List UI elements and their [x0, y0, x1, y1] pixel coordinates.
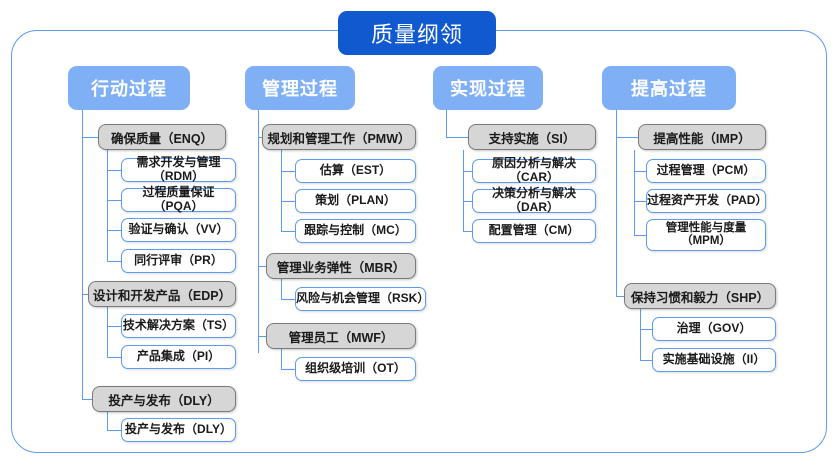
leaf-box-plan[interactable]: 策划（PLAN） — [295, 189, 416, 213]
leaf-box-ot[interactable]: 组织级培训（OT） — [295, 357, 416, 381]
group-box-pmw[interactable]: 规划和管理工作（PMW） — [262, 124, 416, 150]
leaf-box-rdm[interactable]: 需求开发与管理（RDM） — [121, 155, 236, 183]
diagram-title: 质量纲领 — [338, 11, 496, 55]
leaf-box-ii[interactable]: 实施基础设施（II） — [652, 348, 776, 372]
subtrunk-1-3 — [107, 412, 109, 431]
stub-1-1-4 — [107, 261, 121, 263]
stub-1-2 — [82, 294, 88, 296]
stub-4-1 — [616, 137, 638, 139]
column-header-3[interactable]: 实现过程 — [433, 66, 543, 110]
leaf-box-car[interactable]: 原因分析与解决（CAR） — [472, 156, 596, 184]
subtrunk-1-1 — [107, 150, 109, 262]
column-header-4[interactable]: 提高过程 — [602, 66, 736, 110]
stub-1-2-1 — [107, 326, 121, 328]
stub-1-1-2 — [107, 200, 121, 202]
leaf-box-pqa[interactable]: 过程质量保证（PQA） — [121, 185, 236, 213]
leaf-box-mc[interactable]: 跟踪与控制（MC） — [295, 219, 416, 243]
subtrunk-4-2 — [640, 309, 642, 361]
leaf-box-dly-item[interactable]: 投产与发布（DLY） — [121, 418, 236, 442]
stub-4-1-1 — [634, 171, 646, 173]
group-box-mwf[interactable]: 管理员工（MWF） — [266, 323, 416, 349]
stub-2-1 — [258, 137, 262, 139]
stub-3-1-2 — [463, 201, 472, 203]
stub-3-1-3 — [463, 231, 472, 233]
trunk-4 — [616, 110, 618, 297]
group-box-edp[interactable]: 设计和开发产品（EDP） — [88, 281, 236, 307]
stub-4-1-3 — [634, 235, 646, 237]
trunk-2 — [258, 110, 260, 353]
group-box-dly[interactable]: 投产与发布（DLY） — [92, 386, 236, 412]
leaf-box-pcm[interactable]: 过程管理（PCM） — [646, 159, 766, 183]
leaf-box-pr[interactable]: 同行评审（PR） — [121, 249, 236, 273]
leaf-box-ts[interactable]: 技术解决方案（TS） — [121, 314, 236, 338]
stub-2-3 — [258, 336, 266, 338]
stub-2-1-3 — [281, 231, 295, 233]
trunk-3 — [446, 110, 448, 138]
group-box-mbr[interactable]: 管理业务弹性（MBR） — [266, 253, 416, 279]
stub-2-1-2 — [281, 201, 295, 203]
stub-4-2 — [616, 296, 624, 298]
subtrunk-4-1 — [634, 150, 636, 236]
stub-4-2-2 — [640, 360, 652, 362]
subtrunk-1-2 — [107, 307, 109, 358]
subtrunk-2-3 — [281, 349, 283, 370]
leaf-box-cm[interactable]: 配置管理（CM） — [472, 219, 596, 243]
subtrunk-2-2 — [281, 279, 283, 300]
stub-1-2-2 — [107, 357, 121, 359]
group-box-si[interactable]: 支持实施（SI） — [468, 124, 596, 150]
subtrunk-3-1 — [463, 150, 465, 232]
subtrunk-2-1 — [281, 150, 283, 232]
leaf-box-est[interactable]: 估算（EST） — [295, 159, 416, 183]
leaf-box-pi[interactable]: 产品集成（PI） — [121, 345, 236, 369]
group-box-enq[interactable]: 确保质量（ENQ） — [98, 124, 226, 150]
stub-1-1-1 — [107, 170, 121, 172]
stub-2-2 — [258, 266, 266, 268]
leaf-box-rsk[interactable]: 风险与机会管理（RSK） — [295, 287, 429, 311]
stub-3-1-1 — [463, 171, 472, 173]
stub-2-3-1 — [281, 369, 295, 371]
group-box-shp[interactable]: 保持习惯和毅力（SHP） — [624, 283, 776, 309]
stub-4-1-2 — [634, 201, 646, 203]
stub-1-3 — [82, 399, 92, 401]
leaf-box-pad[interactable]: 过程资产开发（PAD） — [646, 189, 767, 213]
leaf-box-dar[interactable]: 决策分析与解决（DAR） — [472, 186, 596, 214]
stub-3-1 — [446, 137, 468, 139]
stub-4-2-1 — [640, 329, 652, 331]
stub-1-1-3 — [107, 230, 121, 232]
group-box-imp[interactable]: 提高性能（IMP） — [638, 124, 766, 150]
leaf-box-vv[interactable]: 验证与确认（VV） — [121, 218, 236, 242]
stub-2-1-1 — [281, 171, 295, 173]
leaf-box-gov[interactable]: 治理（GOV） — [652, 317, 776, 341]
column-header-2[interactable]: 管理过程 — [245, 66, 355, 110]
stub-1-3-1 — [107, 430, 121, 432]
column-header-1[interactable]: 行动过程 — [68, 66, 190, 110]
stub-2-2-1 — [281, 299, 295, 301]
trunk-1 — [82, 110, 84, 400]
stub-1-1 — [82, 137, 98, 139]
leaf-box-mpm[interactable]: 管理性能与度量 （MPM） — [646, 219, 766, 251]
